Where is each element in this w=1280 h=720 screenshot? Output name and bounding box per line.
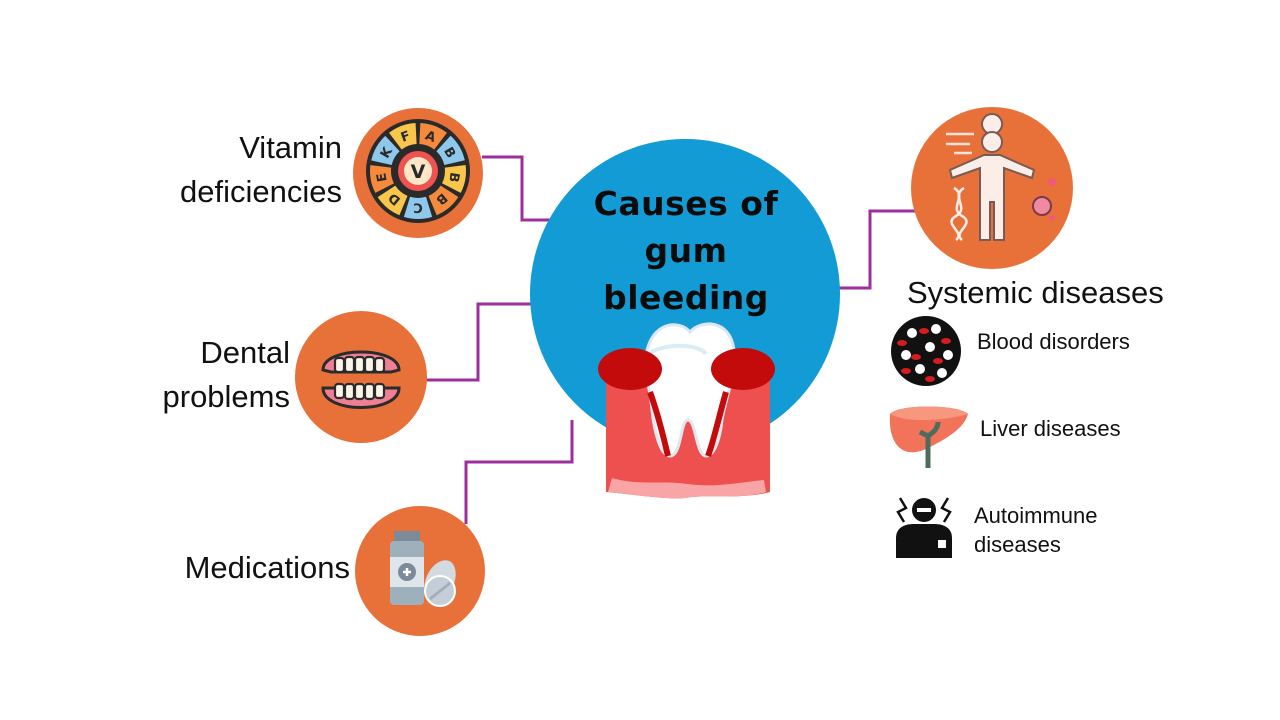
autoimmune-line-1: Autoimmune xyxy=(974,503,1098,528)
wheel-letter: E xyxy=(374,172,390,183)
medications-label: Medications xyxy=(120,546,350,590)
blood-cells-icon xyxy=(891,316,961,386)
vitamin-label-line-2: deficiencies xyxy=(180,174,342,209)
wheel-segment xyxy=(371,135,400,166)
autoimmune-person-icon xyxy=(896,497,952,558)
wheel-segment xyxy=(388,123,417,150)
connector-medications xyxy=(464,420,574,524)
dentures-icon xyxy=(321,350,401,409)
autoimmune-diseases-label: Autoimmune diseases xyxy=(974,501,1098,559)
wheel-segment xyxy=(403,196,433,219)
connector-vitamin xyxy=(482,155,560,222)
dental-label: Dental problems xyxy=(110,331,291,419)
dental-label-line-1: Dental xyxy=(200,335,290,370)
wheel-segment xyxy=(370,165,394,193)
wheel-segment xyxy=(419,123,447,150)
title-line-2: gum xyxy=(644,231,728,270)
wheel-segment xyxy=(436,135,465,165)
dental-label-line-2: problems xyxy=(162,379,291,414)
diagram-title: Causes of gum bleeding xyxy=(570,180,802,321)
title-line-3: bleeding xyxy=(603,278,769,317)
liver-icon xyxy=(889,406,968,468)
wheel-letter: B xyxy=(445,171,461,183)
pill-bottle-icon xyxy=(390,531,456,607)
wheel-segment xyxy=(442,164,466,193)
systemic-label: Systemic diseases xyxy=(907,275,1164,310)
wheel-segment xyxy=(377,185,408,216)
vitamin-center-letter: V xyxy=(411,161,426,183)
wheel-letter: C xyxy=(413,199,423,214)
dental-circle xyxy=(295,311,427,443)
wheel-letter: A xyxy=(423,128,438,146)
liver-diseases-label: Liver diseases xyxy=(980,416,1121,441)
human-body-icon xyxy=(946,113,1056,241)
title-line-1: Causes of xyxy=(593,184,779,223)
medications-label-line-1: Medications xyxy=(184,550,350,585)
vitamin-label-line-1: Vitamin xyxy=(239,130,342,165)
gum-tooth-illustration xyxy=(598,322,775,499)
blood-disorders-label: Blood disorders xyxy=(977,329,1130,354)
connector-systemic xyxy=(836,209,915,290)
autoimmune-line-2: diseases xyxy=(974,532,1061,557)
connector-dental xyxy=(426,302,532,382)
wheel-segment xyxy=(428,185,459,216)
vitamin-label: Vitamin deficiencies xyxy=(130,126,342,214)
